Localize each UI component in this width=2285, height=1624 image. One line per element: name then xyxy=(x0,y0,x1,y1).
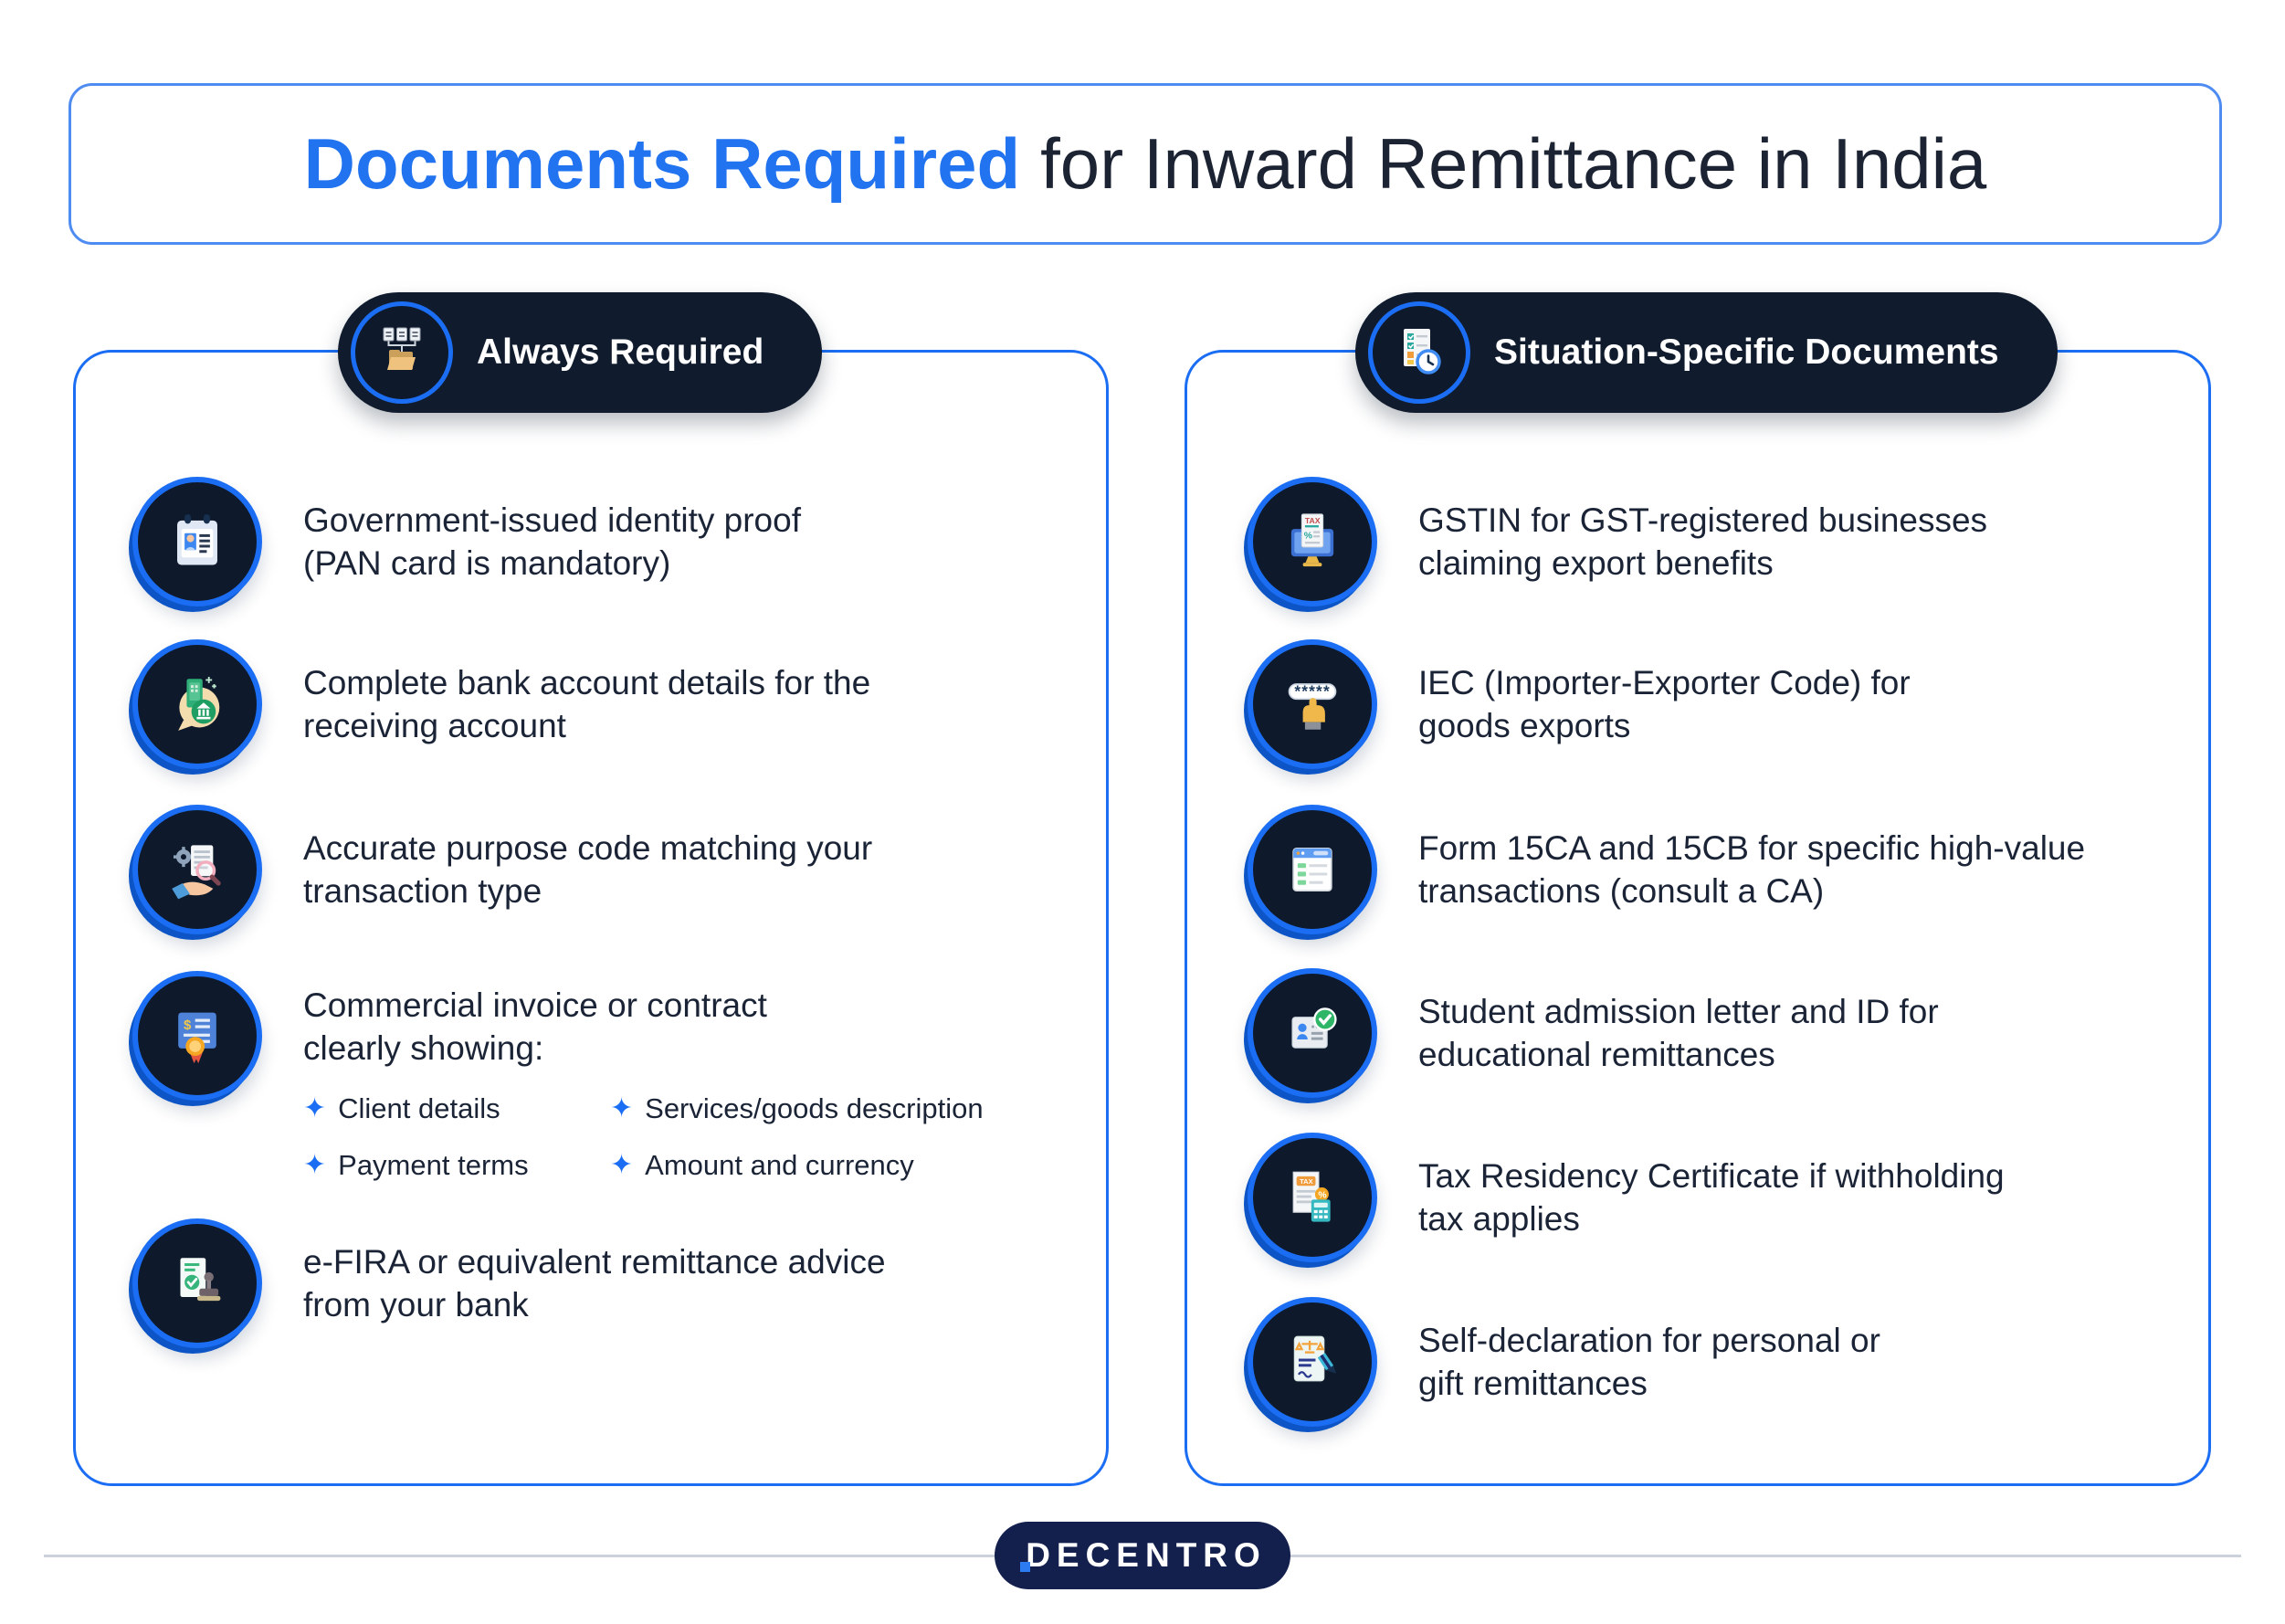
badge-situation-specific: Situation-Specific Documents xyxy=(1355,292,2058,413)
invoice-bullets: ✦Client details ✦Services/goods descript… xyxy=(303,1093,984,1181)
folder-documents-icon xyxy=(351,301,453,404)
brand-name: DECENTRO xyxy=(1018,1536,1267,1575)
badge-label: Always Required xyxy=(477,332,764,372)
badge-label: Situation-Specific Documents xyxy=(1494,332,1999,372)
list-item: TAX % Tax Residency Certificate if withh… xyxy=(1248,1133,2005,1262)
svg-text:$: $ xyxy=(184,1018,192,1033)
svg-text:%: % xyxy=(1318,1191,1326,1201)
self-declaration-icon xyxy=(1248,1297,1377,1427)
diamond-bullet-icon: ✦ xyxy=(303,1150,327,1180)
svg-text:%: % xyxy=(1304,532,1312,542)
decentro-logo: DECENTRO xyxy=(995,1522,1290,1589)
item-text: IEC (Importer-Exporter Code) for goods e… xyxy=(1418,664,1911,744)
item-text: Form 15CA and 15CB for specific high-val… xyxy=(1418,829,2086,910)
list-item: Form 15CA and 15CB for specific high-val… xyxy=(1248,805,2085,934)
student-id-icon xyxy=(1248,968,1377,1098)
item-text: Accurate purpose code matching your tran… xyxy=(303,829,873,910)
page-title-rest: for Inward Remittance in India xyxy=(1040,123,1987,204)
list-item: $ Commercial invoice or contract clearly… xyxy=(132,971,984,1181)
item-text: Government-issued identity proof (PAN ca… xyxy=(303,501,801,582)
id-card-icon xyxy=(132,477,262,606)
list-item: Complete bank account details for the re… xyxy=(132,639,870,769)
svg-text:TAX: TAX xyxy=(1300,1177,1312,1186)
gst-monitor-icon: TAX % xyxy=(1248,477,1377,606)
item-text: e-FIRA or equivalent remittance advice f… xyxy=(303,1243,886,1323)
svg-text:TAX: TAX xyxy=(1305,516,1321,525)
iec-password-icon: ***** xyxy=(1248,639,1377,769)
item-text: Tax Residency Certificate if withholding… xyxy=(1418,1157,2005,1238)
item-text: Complete bank account details for the re… xyxy=(303,664,871,744)
panel-situation-specific: Situation-Specific Documents TAX % GSTIN xyxy=(1185,292,2211,1486)
purpose-code-icon xyxy=(132,805,262,934)
list-item: e-FIRA or equivalent remittance advice f… xyxy=(132,1218,886,1348)
list-item: Government-issued identity proof (PAN ca… xyxy=(132,477,801,606)
panel-always-required: Always Required xyxy=(73,292,1109,1486)
page-title: Documents Required for Inward Remittance… xyxy=(68,83,2222,245)
list-item: Accurate purpose code matching your tran… xyxy=(132,805,872,934)
bank-account-icon xyxy=(132,639,262,769)
list-item: Self-declaration for personal or gift re… xyxy=(1248,1297,1880,1427)
diamond-bullet-icon: ✦ xyxy=(303,1093,327,1123)
list-item: TAX % GSTIN for GST-registered businesse… xyxy=(1248,477,1987,606)
diamond-bullet-icon: ✦ xyxy=(610,1150,634,1180)
stamp-document-icon xyxy=(132,1218,262,1348)
form-browser-icon xyxy=(1248,805,1377,934)
checklist-clock-icon xyxy=(1368,301,1470,404)
item-text: Student admission letter and ID for educ… xyxy=(1418,993,1939,1073)
bullet-item: ✦Payment terms xyxy=(303,1149,529,1181)
invoice-icon: $ xyxy=(132,971,262,1101)
list-item: ***** IEC (Importer-Exporter Code) for g… xyxy=(1248,639,1911,769)
bullet-item: ✦Services/goods description xyxy=(610,1092,984,1124)
bullet-item: ✦Amount and currency xyxy=(610,1149,914,1181)
badge-always-required: Always Required xyxy=(338,292,823,413)
bullet-item: ✦Client details xyxy=(303,1092,500,1124)
item-text: GSTIN for GST-registered businesses clai… xyxy=(1418,501,1988,582)
logo-dot xyxy=(1020,1562,1031,1572)
diamond-bullet-icon: ✦ xyxy=(610,1093,634,1123)
tax-calculator-icon: TAX % xyxy=(1248,1133,1377,1262)
item-text: Self-declaration for personal or gift re… xyxy=(1418,1322,1880,1402)
page-title-highlight: Documents Required xyxy=(303,123,1021,204)
item-text: Commercial invoice or contract clearly s… xyxy=(303,986,984,1181)
svg-text:*****: ***** xyxy=(1294,681,1331,700)
list-item: Student admission letter and ID for educ… xyxy=(1248,968,1939,1098)
